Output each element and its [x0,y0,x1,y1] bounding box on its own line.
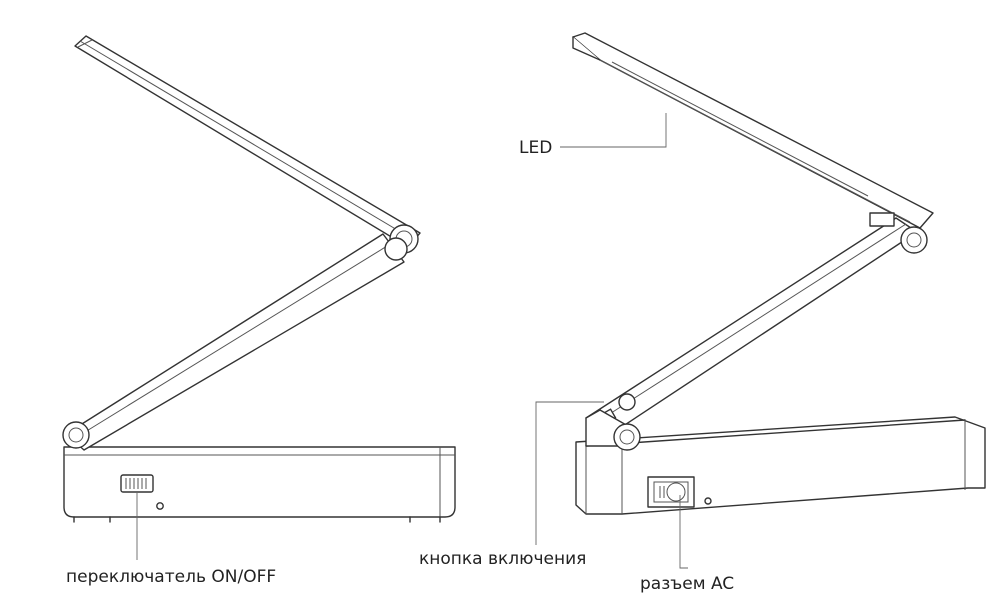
ac-socket-leader-line [679,495,688,569]
led-leader-line [560,113,667,148]
on-off-switch [120,474,164,510]
left-top-hinge [384,224,419,261]
left-bottom-hinge [62,421,90,449]
left-upper-arm [74,35,421,248]
label-ac-socket: разъем AC [640,574,734,594]
right-top-hinge [869,212,928,254]
label-led: LED [519,138,552,158]
label-power-button: кнопка включения [419,549,586,569]
left-lamp-base [63,446,456,523]
ac-socket [647,476,712,508]
left-lamp [62,35,456,560]
right-bottom-hinge [585,409,641,451]
label-on-off-switch: переключатель ON/OFF [66,567,276,587]
left-lower-arm [65,233,405,451]
right-lamp [535,32,986,569]
right-lower-arm [585,217,918,441]
right-upper-arm [572,32,934,229]
power-button-leader-line [535,401,604,545]
